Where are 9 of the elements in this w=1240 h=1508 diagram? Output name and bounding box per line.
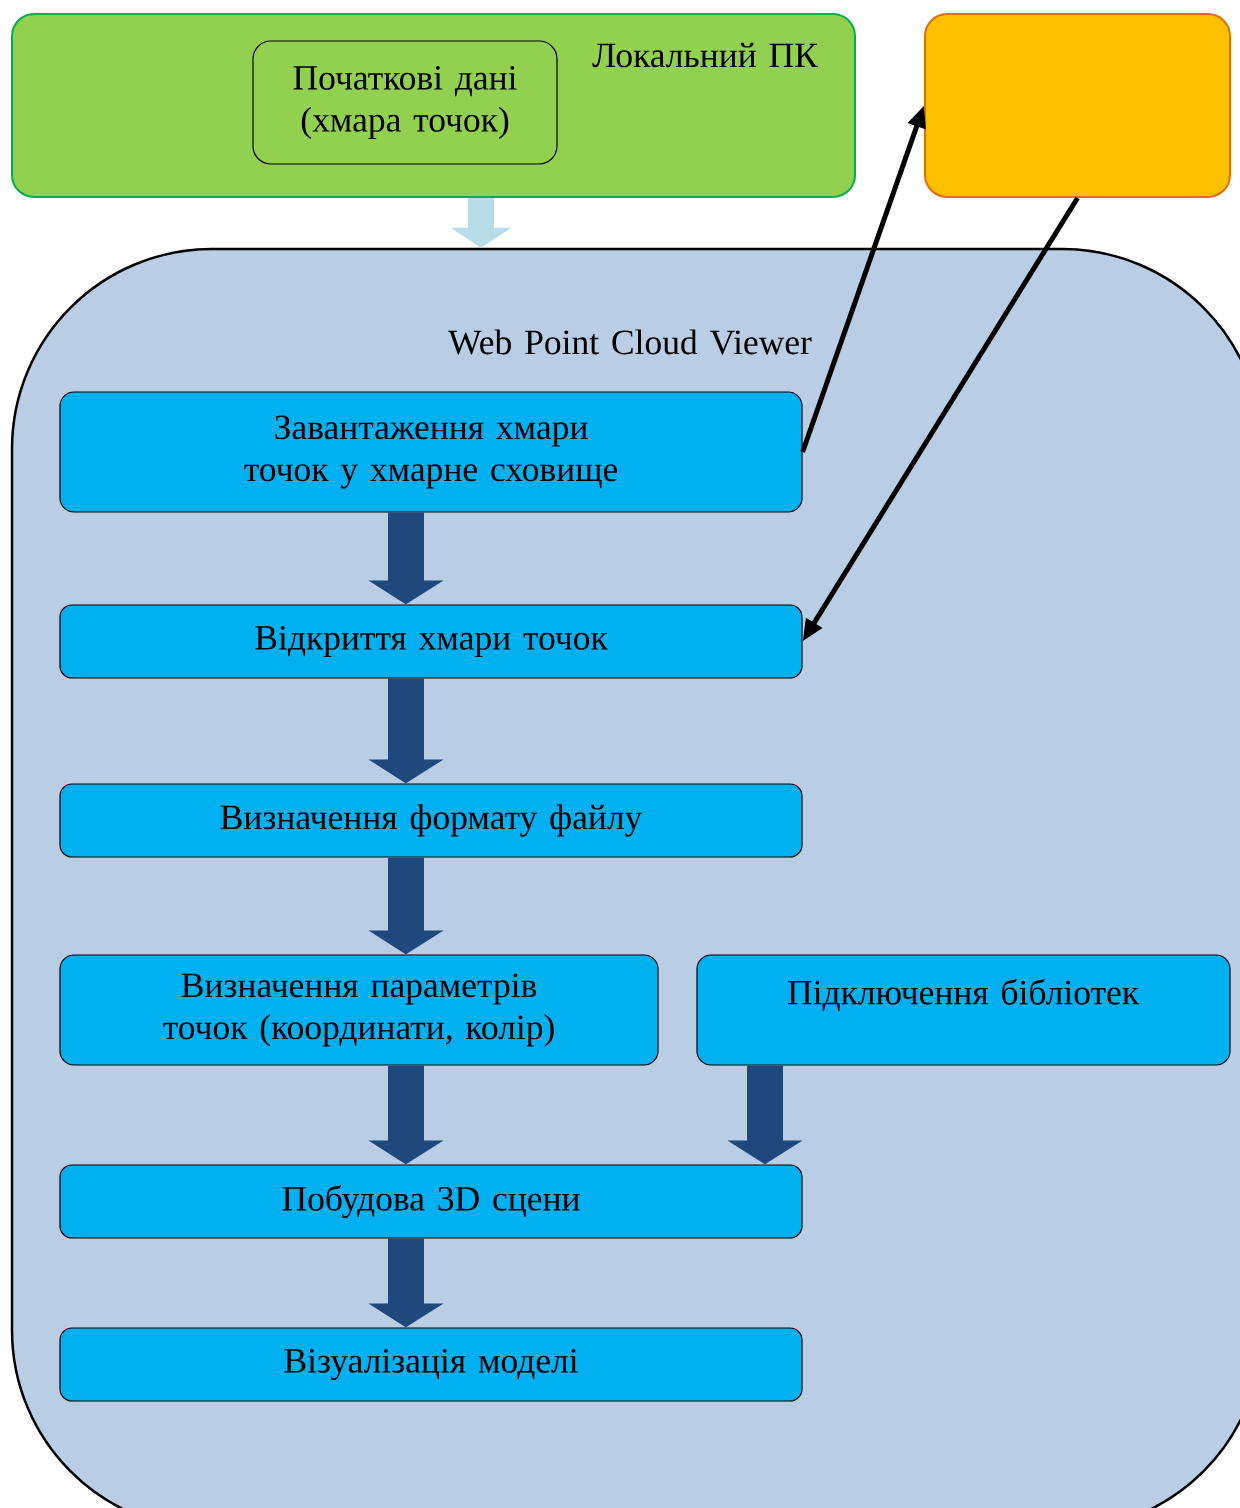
process-box: Відкриття хмари точок — [59, 604, 803, 679]
process-box: Підключення бібліотек — [696, 954, 1231, 1066]
service-box — [924, 13, 1231, 198]
process-box: Побудова 3D сцени — [59, 1164, 803, 1239]
process-box: Візуалізація моделі — [59, 1327, 803, 1402]
process-box: Визначення формату файлу — [59, 783, 803, 858]
process-box: Визначення параметрів точок (координати, колір) — [59, 954, 659, 1066]
data-box: Початкові дані (хмара точок) — [252, 40, 558, 165]
process-box: Завантаження хмари точок у хмарне сховище — [59, 391, 803, 513]
